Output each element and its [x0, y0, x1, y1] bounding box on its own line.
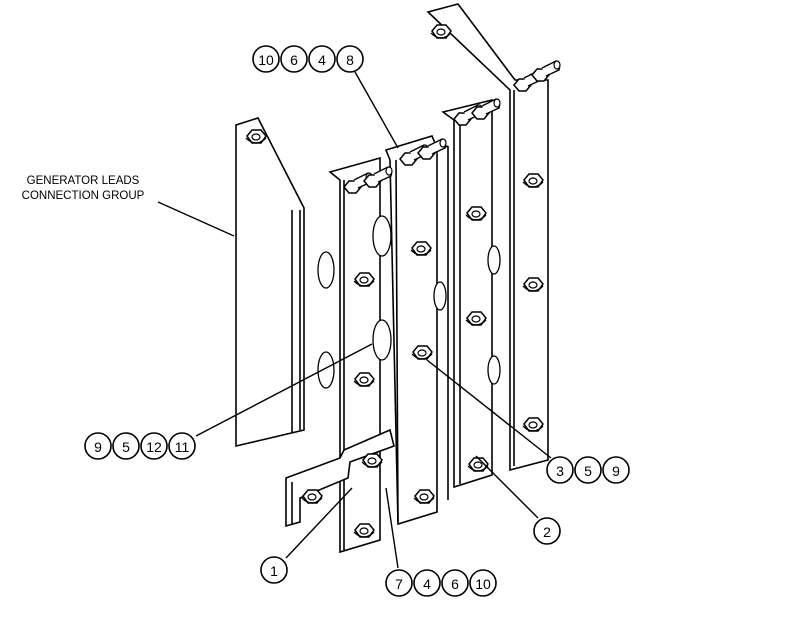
callout-top: 10 6 4 8 — [252, 45, 364, 73]
callout-balloon — [168, 432, 196, 460]
left-plate-hardware — [317, 166, 393, 538]
lead-terminal-bracket — [285, 428, 395, 528]
callout-number: 3 — [556, 463, 564, 479]
callout-number: 4 — [423, 576, 431, 592]
callout-number: 10 — [475, 576, 491, 592]
callout-number: 9 — [612, 463, 620, 479]
left-bus-plate — [328, 156, 381, 554]
callout-balloon — [546, 456, 574, 484]
callout-number: 5 — [584, 463, 592, 479]
callout-balloon — [469, 569, 497, 597]
callout-right: 3 5 9 — [546, 456, 630, 484]
callout-number: 5 — [122, 439, 130, 455]
callout-number: 2 — [543, 524, 551, 540]
front-plate-hardware — [399, 138, 447, 504]
generator-lead-cover — [235, 117, 305, 448]
callout-balloon — [112, 432, 140, 460]
leader-lines — [157, 71, 552, 569]
callout-number: 8 — [346, 52, 354, 68]
callout-balloon — [280, 45, 308, 73]
callout-number: 1 — [270, 563, 278, 579]
callout-balloon — [441, 569, 469, 597]
callout-number: 6 — [451, 576, 459, 592]
callout-single-left: 1 — [260, 556, 288, 584]
assembly-caption-line2: CONNECTION GROUP — [22, 190, 145, 202]
callout-balloon — [413, 569, 441, 597]
callout-balloon — [385, 569, 413, 597]
callout-number: 12 — [146, 439, 162, 455]
callout-balloon — [533, 517, 561, 545]
assembly-caption: GENERATOR LEADS CONNECTION GROUP — [22, 175, 145, 202]
callout-number: 6 — [290, 52, 298, 68]
rear-bus-plate — [426, 3, 549, 472]
third-plate-hardware — [453, 98, 501, 472]
callout-number: 4 — [318, 52, 326, 68]
front-bus-plate — [384, 135, 449, 526]
callout-balloon — [140, 432, 168, 460]
callout-number: 10 — [258, 52, 274, 68]
callout-bottom: 7 4 6 10 — [385, 569, 497, 597]
callout-balloon — [260, 556, 288, 584]
callout-balloon — [336, 45, 364, 73]
callout-number: 9 — [94, 439, 102, 455]
callout-single-right: 2 — [533, 517, 561, 545]
callout-balloon — [84, 432, 112, 460]
callout-balloon — [602, 456, 630, 484]
assembly-caption-line1: GENERATOR LEADS — [27, 175, 140, 187]
callout-number: 7 — [395, 576, 403, 592]
callout-balloon — [252, 45, 280, 73]
callout-balloons: 10 6 4 8 9 5 12 11 3 5 9 2 1 7 4 6 10 — [84, 45, 630, 597]
callout-left: 9 5 12 11 — [84, 432, 196, 460]
callout-balloon — [574, 456, 602, 484]
callout-balloon — [308, 45, 336, 73]
callout-number: 11 — [175, 439, 190, 455]
third-bus-plate — [441, 98, 493, 489]
